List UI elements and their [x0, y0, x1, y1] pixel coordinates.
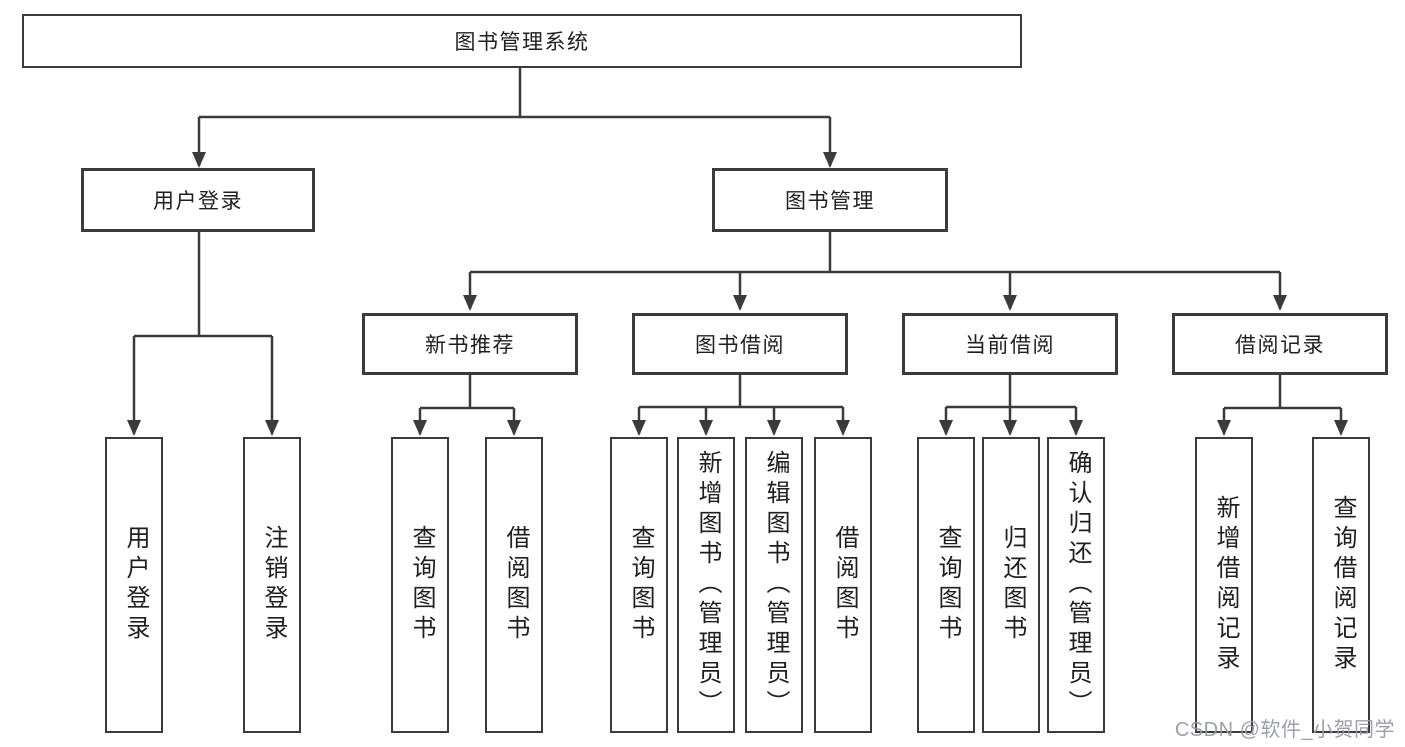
connector-new-book-recommend-branch [413, 375, 521, 436]
node-borrow-records: 借阅记录 [1172, 313, 1388, 375]
node-current-query-book: 查询图书 [917, 437, 975, 733]
connector-root-branch [192, 68, 837, 168]
node-borrow-borrow-book: 借阅图书 [814, 437, 872, 733]
node-borrow-add-book-admin: 新增图书（管理员） [677, 437, 735, 733]
csdn-watermark: CSDN @软件_小贺同学 [1174, 719, 1395, 741]
node-user-login: 用户登录 [105, 437, 163, 733]
connector-book-management-branch [463, 232, 1287, 311]
node-book-management: 图书管理 [712, 168, 948, 232]
node-user-login-branch: 用户登录 [81, 168, 315, 232]
node-current-return-book: 归还图书 [982, 437, 1040, 733]
node-root-system: 图书管理系统 [22, 14, 1022, 68]
node-borrow-edit-book-admin: 编辑图书（管理员） [745, 437, 803, 733]
connector-current-borrow-branch [939, 375, 1083, 436]
node-current-confirm-return-admin: 确认归还（管理员） [1047, 437, 1105, 733]
node-recommend-query-book: 查询图书 [391, 437, 449, 733]
connector-book-borrow-branch [632, 375, 850, 436]
node-borrow-query-book: 查询图书 [610, 437, 668, 733]
node-records-add-record: 新增借阅记录 [1195, 437, 1253, 733]
connector-borrow-records-branch [1217, 375, 1348, 436]
node-current-borrow: 当前借阅 [902, 313, 1118, 375]
node-logout: 注销登录 [243, 437, 301, 733]
node-new-book-recommend: 新书推荐 [362, 313, 578, 375]
node-book-borrow: 图书借阅 [632, 313, 848, 375]
connector-user-login-branch [127, 232, 279, 436]
node-records-query-record: 查询借阅记录 [1312, 437, 1370, 733]
node-recommend-borrow-book: 借阅图书 [485, 437, 543, 733]
